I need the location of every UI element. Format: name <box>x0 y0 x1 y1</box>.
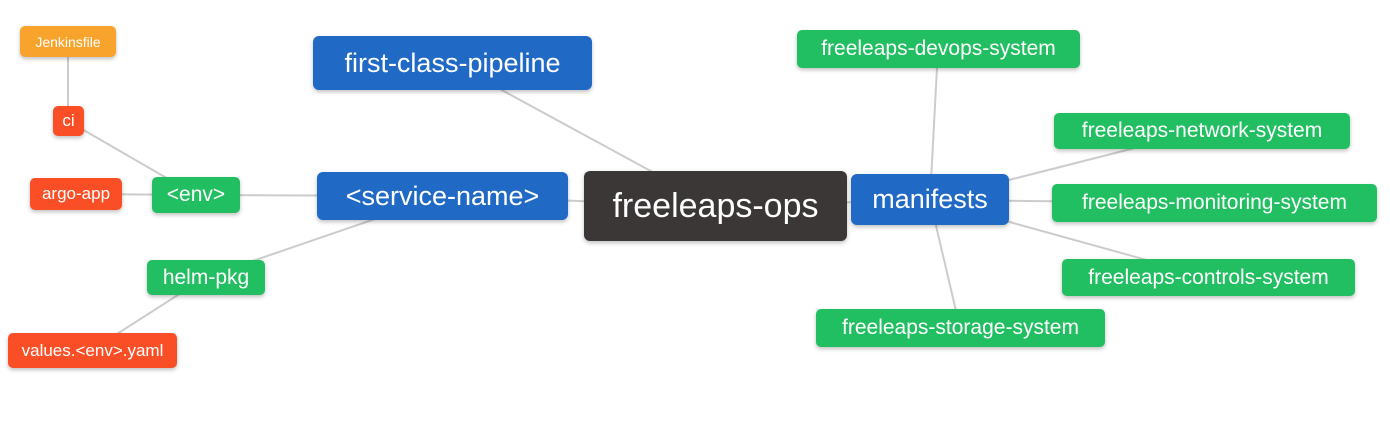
node-argo-app[interactable]: argo-app <box>30 178 122 210</box>
node-manifests[interactable]: manifests <box>851 174 1009 225</box>
node-storage-system[interactable]: freeleaps-storage-system <box>816 309 1105 347</box>
node-first-class-pipeline[interactable]: first-class-pipeline <box>313 36 592 90</box>
node-network-system[interactable]: freeleaps-network-system <box>1054 113 1350 149</box>
node-ci[interactable]: ci <box>53 106 84 136</box>
node-helm-pkg[interactable]: helm-pkg <box>147 260 265 295</box>
node-env[interactable]: <env> <box>152 177 240 213</box>
node-controls-system[interactable]: freeleaps-controls-system <box>1062 259 1355 296</box>
node-values-env-yaml[interactable]: values.<env>.yaml <box>8 333 177 368</box>
node-service-name[interactable]: <service-name> <box>317 172 568 220</box>
node-freeleaps-ops-root[interactable]: freeleaps-ops <box>584 171 847 241</box>
node-jenkinsfile[interactable]: Jenkinsfile <box>20 26 116 57</box>
node-monitoring-system[interactable]: freeleaps-monitoring-system <box>1052 184 1377 222</box>
node-devops-system[interactable]: freeleaps-devops-system <box>797 30 1080 68</box>
